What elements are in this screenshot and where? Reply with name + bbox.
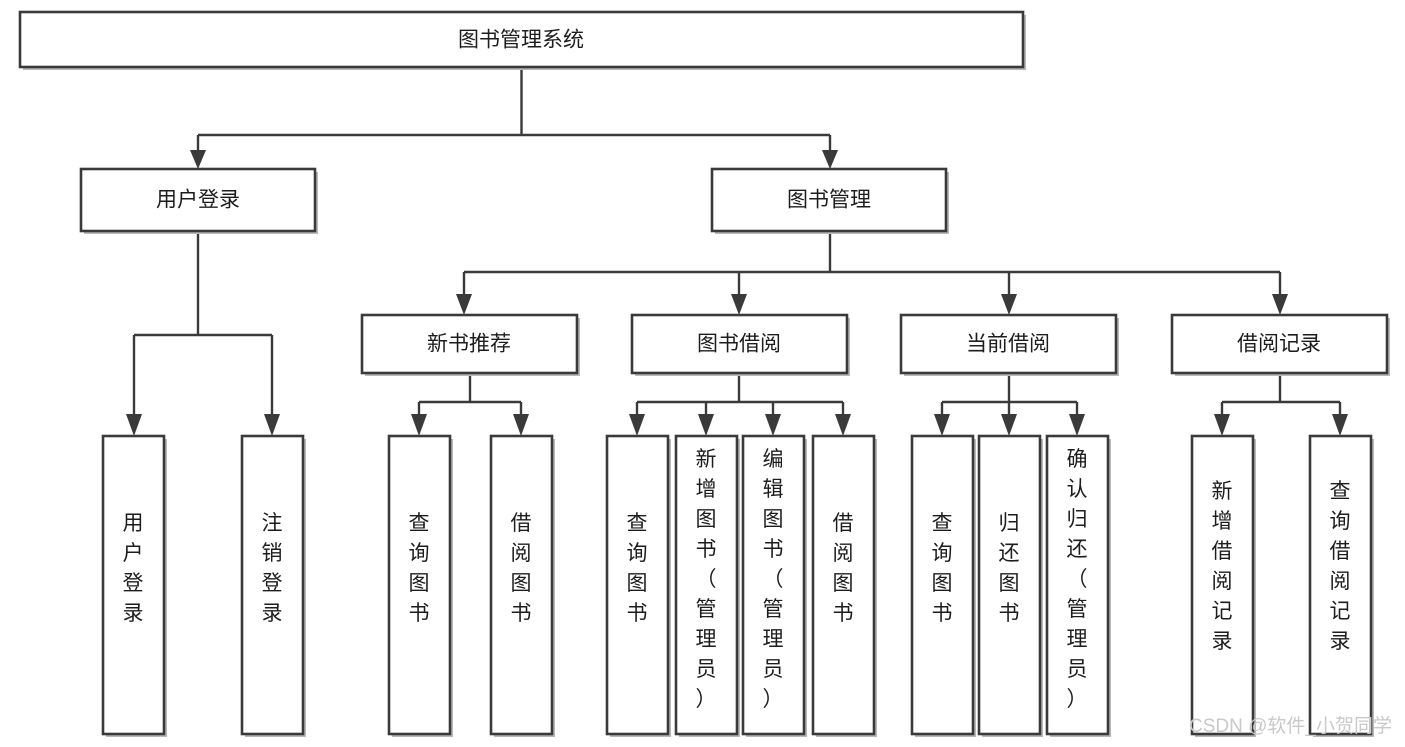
leaf-book-borrow-edit[interactable]: 编辑图书（管理员）	[741, 434, 807, 737]
leaf-box[interactable]	[811, 434, 876, 736]
leaf-book-borrow-lend[interactable]: 借阅图书	[811, 434, 877, 737]
arrow-leaf-borrow-record-2	[1332, 414, 1348, 436]
leaf-label: 用户登录	[123, 512, 144, 625]
arrow-leaf-new-book-1	[411, 414, 427, 436]
book-borrow-box[interactable]	[630, 313, 849, 375]
leaf-label: 借阅图书	[511, 512, 532, 625]
root-label: 图书管理系统	[458, 29, 584, 52]
leaf-book-borrow-query[interactable]: 查询图书	[605, 434, 671, 737]
connector-layer	[126, 67, 1348, 436]
leaf-label: 查询借阅记录	[1330, 480, 1351, 653]
leaf-new-book-borrow[interactable]: 借阅图书	[489, 434, 555, 737]
arrow-to-user-login	[190, 150, 206, 169]
arrow-leaf-book-borrow-3	[765, 414, 781, 436]
node-user-login[interactable]: 用户登录	[79, 167, 318, 234]
node-borrow-record[interactable]: 借阅记录	[1170, 313, 1390, 376]
leaf-user-login-login[interactable]: 用户登录	[101, 434, 167, 737]
leaf-box[interactable]	[1190, 434, 1255, 736]
leaf-label: 注销登录	[262, 512, 283, 625]
user-login-box[interactable]	[79, 167, 317, 233]
leaf-box[interactable]	[1308, 434, 1373, 736]
arrow-leaf-user-login-1	[126, 414, 142, 436]
arrow-to-book-manage	[822, 150, 838, 169]
book-borrow-label: 图书借阅	[697, 333, 781, 356]
current-borrow-box[interactable]	[899, 313, 1118, 375]
leaf-user-login-logout[interactable]: 注销登录	[240, 434, 306, 737]
leaf-box[interactable]	[977, 434, 1042, 736]
arrow-leaf-book-borrow-4	[835, 414, 851, 436]
arrow-leaf-book-borrow-2	[698, 414, 714, 436]
arrow-leaf-borrow-record-1	[1214, 414, 1230, 436]
book-manage-box[interactable]	[710, 167, 948, 233]
leaf-current-borrow-confirm[interactable]: 确认归还（管理员）	[1045, 434, 1111, 737]
leaf-box[interactable]	[387, 434, 452, 736]
arrow-to-current-borrow	[1001, 294, 1017, 315]
root-box[interactable]	[18, 10, 1025, 69]
leaf-label: 借阅图书	[833, 512, 854, 625]
user-login-label: 用户登录	[156, 189, 240, 212]
leaf-label: 确认归还（管理员）	[1067, 448, 1088, 711]
arrow-leaf-user-login-2	[264, 414, 280, 436]
leaf-box[interactable]	[741, 434, 806, 736]
arrow-leaf-current-borrow-2	[1001, 414, 1017, 436]
borrow-record-label: 借阅记录	[1237, 333, 1321, 356]
arrow-to-book-borrow	[731, 294, 747, 315]
node-current-borrow[interactable]: 当前借阅	[899, 313, 1119, 376]
current-borrow-label: 当前借阅	[966, 333, 1050, 356]
arrow-leaf-new-book-2	[513, 414, 529, 436]
leaf-box[interactable]	[1045, 434, 1110, 736]
node-book-manage[interactable]: 图书管理	[710, 167, 949, 234]
new-book-recommend-label: 新书推荐	[427, 333, 511, 356]
leaf-label: 新增图书（管理员）	[696, 448, 717, 711]
leaf-label: 归还图书	[999, 512, 1020, 625]
arrow-leaf-current-borrow-3	[1069, 414, 1085, 436]
book-manage-label: 图书管理	[787, 189, 871, 212]
arrow-to-new-book	[456, 294, 472, 315]
arrow-to-borrow-record	[1272, 294, 1288, 315]
node-new-book-recommend[interactable]: 新书推荐	[360, 313, 580, 376]
watermark: CSDN @软件_小贺同学	[1189, 715, 1392, 737]
borrow-record-box[interactable]	[1170, 313, 1389, 375]
leaf-book-borrow-add[interactable]: 新增图书（管理员）	[674, 434, 740, 737]
leaf-new-book-query[interactable]: 查询图书	[387, 434, 453, 737]
leaf-box[interactable]	[489, 434, 554, 736]
leaf-box[interactable]	[101, 434, 166, 736]
leaf-box[interactable]	[605, 434, 670, 736]
leaf-box[interactable]	[910, 434, 975, 736]
leaf-current-borrow-return[interactable]: 归还图书	[977, 434, 1043, 737]
leaf-box[interactable]	[240, 434, 305, 736]
arrow-leaf-current-borrow-1	[934, 414, 950, 436]
node-root[interactable]: 图书管理系统	[18, 10, 1026, 70]
leaf-label: 新增借阅记录	[1212, 480, 1233, 653]
leaf-borrow-record-add[interactable]: 新增借阅记录	[1190, 434, 1256, 737]
new-book-recommend-box[interactable]	[360, 313, 579, 375]
leaf-label: 查询图书	[409, 512, 430, 625]
leaf-borrow-record-query[interactable]: 查询借阅记录	[1308, 434, 1374, 737]
leaf-label: 编辑图书（管理员）	[763, 448, 784, 711]
leaf-box[interactable]	[674, 434, 739, 736]
leaf-label: 查询图书	[932, 512, 953, 625]
node-book-borrow[interactable]: 图书借阅	[630, 313, 850, 376]
leaf-current-borrow-query[interactable]: 查询图书	[910, 434, 976, 737]
arrow-leaf-book-borrow-1	[629, 414, 645, 436]
leaf-label: 查询图书	[627, 512, 648, 625]
